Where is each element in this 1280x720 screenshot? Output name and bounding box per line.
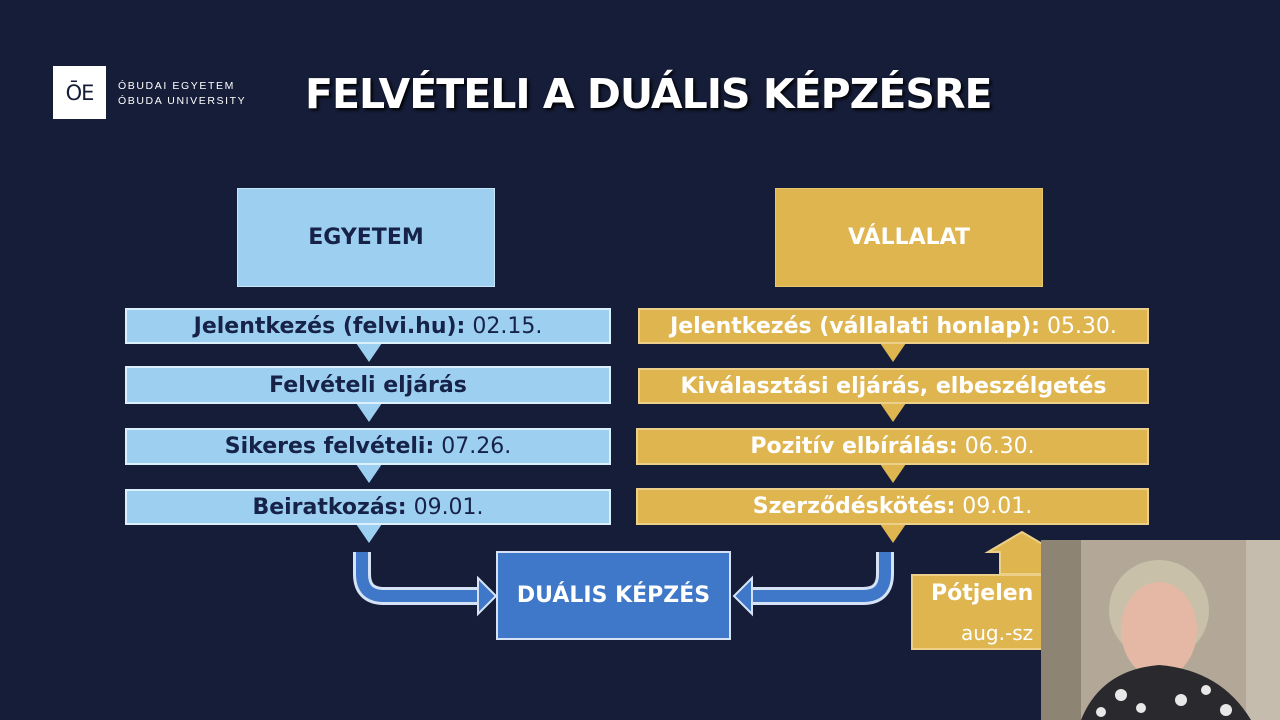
vallalat-step-2: Kiválasztási eljárás, elbeszélgetés [638, 368, 1149, 404]
down-arrow-vallalat-4 [880, 524, 906, 543]
vallalat-step-1-label: Jelentkezés (vállalati honlap): [670, 313, 1040, 339]
vallalat-step-3-label: Pozitív elbírálás: [750, 434, 958, 459]
vallalat-step-3: Pozitív elbírálás: 06.30. [636, 428, 1149, 465]
down-arrow-egyetem-2 [356, 403, 382, 422]
logo-name-en: ÓBUDA UNIVERSITY [118, 95, 247, 107]
egyetem-step-1: Jelentkezés (felvi.hu): 02.15. [125, 308, 611, 344]
egyetem-step-2: Felvételi eljárás [125, 366, 611, 404]
university-logo-mark: ŌE [53, 66, 106, 119]
supplement-title: Pótjelen [931, 581, 1034, 606]
egyetem-step-4-label: Beiratkozás: [252, 494, 407, 520]
down-arrow-egyetem-4 [356, 524, 382, 543]
vallalat-header: VÁLLALAT [775, 188, 1043, 287]
vallalat-step-1-date: 05.30. [1039, 313, 1117, 339]
vallalat-step-4-label: Szerződéskötés: [752, 494, 956, 519]
supplement-subtitle: aug.-sz [961, 621, 1034, 645]
down-arrow-egyetem-1 [356, 343, 382, 362]
down-arrow-vallalat-2 [880, 403, 906, 422]
dual-training-box: DUÁLIS KÉPZÉS [496, 551, 731, 640]
vallalat-step-4: Szerződéskötés: 09.01. [636, 488, 1149, 525]
slide-title: FELVÉTELI A DUÁLIS KÉPZÉSRE [305, 70, 993, 118]
egyetem-header: EGYETEM [237, 188, 495, 287]
logo-name-hu: ÓBUDAI EGYETEM [118, 80, 235, 92]
bent-arrow-right [750, 552, 894, 605]
egyetem-step-2-label: Felvételi eljárás [269, 372, 467, 398]
egyetem-step-3: Sikeres felvételi: 07.26. [125, 428, 611, 465]
egyetem-step-3-date: 07.26. [434, 434, 512, 459]
down-arrow-vallalat-3 [880, 464, 906, 483]
vallalat-step-3-date: 06.30. [957, 434, 1035, 459]
bent-arrow-left [353, 552, 480, 605]
presenter-video [1041, 540, 1280, 720]
egyetem-step-4: Beiratkozás: 09.01. [125, 489, 611, 525]
vallalat-step-1: Jelentkezés (vállalati honlap): 05.30. [638, 308, 1149, 344]
egyetem-step-3-label: Sikeres felvételi: [224, 434, 435, 459]
logo-mark-text: ŌE [65, 80, 95, 105]
supplementary-application-box: Pótjelen aug.-sz [911, 574, 1051, 650]
egyetem-step-1-label: Jelentkezés (felvi.hu): [193, 313, 466, 339]
down-arrow-vallalat-1 [880, 343, 906, 362]
vallalat-step-2-label: Kiválasztási eljárás, elbeszélgetés [680, 373, 1107, 399]
webcam-overlay [1041, 540, 1280, 720]
vallalat-step-4-date: 09.01. [955, 494, 1033, 519]
down-arrow-egyetem-3 [356, 464, 382, 483]
egyetem-step-1-date: 02.15. [465, 313, 543, 339]
egyetem-step-4-date: 09.01. [406, 494, 484, 520]
